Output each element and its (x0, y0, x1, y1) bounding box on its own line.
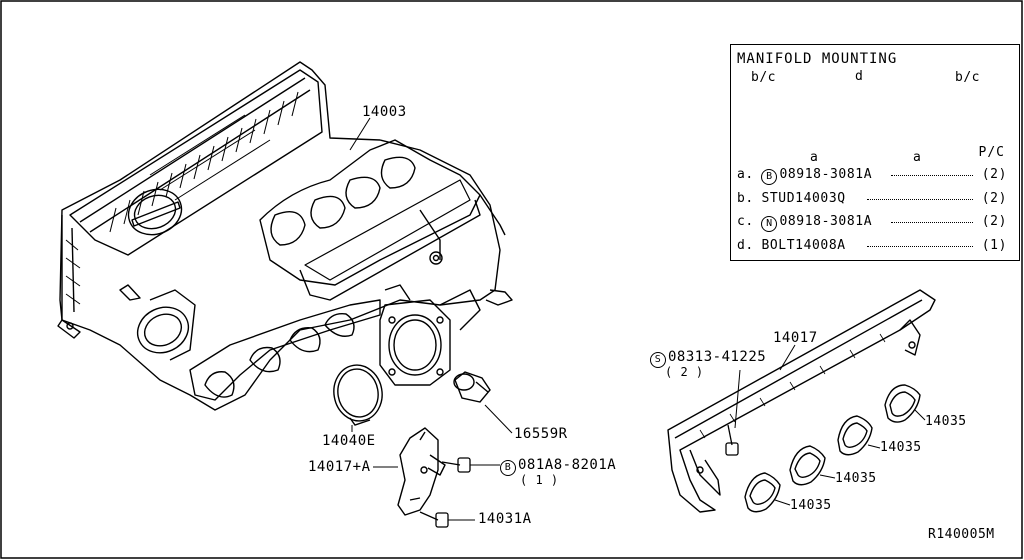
label-stud-s-qty: ( 2 ) (665, 365, 704, 379)
cover-14017-drawing (667, 289, 936, 513)
legend-row-key: c. (737, 214, 754, 229)
gasket-14040E-drawing (333, 364, 383, 426)
bracket-drawing (397, 427, 446, 516)
diagram-id: R140005M (928, 527, 995, 542)
leader-dots (867, 246, 973, 247)
legend-row-qty: (1) (981, 238, 1007, 253)
legend-title: MANIFOLD MOUNTING (737, 51, 898, 67)
label-bolt-14031A: 14031A (478, 511, 532, 527)
bolt-b-drawing (441, 457, 471, 473)
legend-row-d: d. BOLT14008A (1) (737, 238, 1007, 253)
leader-dots (867, 199, 973, 200)
label-bracket: 14017+A (308, 459, 371, 475)
callout-a-right: a (913, 150, 922, 165)
label-cover-14017: 14017 (773, 330, 818, 346)
intake-manifold-drawing (57, 61, 513, 411)
label-insulator: 16559R (514, 426, 568, 442)
stud-s-drawing (725, 424, 739, 456)
legend-row-b: b. STUD14003Q (2) (737, 191, 1007, 206)
legend-row-symbol: N (761, 216, 778, 232)
label-intake-manifold: 14003 (362, 104, 407, 120)
legend-row-symbol: B (761, 169, 778, 185)
callout-bc-left: b/c (751, 70, 776, 85)
legend-row-key: b. (737, 191, 754, 206)
small-gaskets-drawing (744, 384, 921, 513)
label-gasket-14035-2: 14035 (880, 440, 922, 455)
leader-dots (891, 175, 973, 176)
leader-dots (891, 222, 973, 223)
insulator-16559R-drawing (453, 371, 491, 403)
callout-d: d (855, 69, 864, 84)
stud-s-symbol: S (650, 352, 666, 368)
legend-row-text: 08918-3081A (779, 214, 873, 229)
legend-row-text: STUD14003Q (761, 191, 846, 206)
label-gasket-14040E: 14040E (322, 433, 376, 449)
bolt-14031A-drawing (419, 511, 449, 528)
bolt-b-part-number: 081A8-8201A (518, 457, 617, 473)
legend-row-qty: (2) (981, 167, 1007, 182)
legend-row-text: BOLT14008A (761, 238, 846, 253)
label-gasket-14035-3: 14035 (835, 471, 877, 486)
legend-row-key: d. (737, 238, 754, 253)
legend-row-qty: (2) (981, 214, 1007, 229)
label-bolt-b-qty: ( 1 ) (520, 473, 559, 487)
callout-a-left: a (810, 150, 819, 165)
stud-s-part-number: 08313-41225 (668, 349, 767, 365)
legend-row-qty: (2) (981, 191, 1007, 206)
label-gasket-14035-1: 14035 (925, 414, 967, 429)
legend-row-key: a. (737, 167, 754, 182)
legend-row-text: 08918-3081A (779, 167, 873, 182)
bolt-b-symbol: B (500, 460, 516, 476)
manifold-mounting-legend: MANIFOLD MOUNTING b/c d b/c a a P/C a. B… (730, 44, 1020, 261)
label-gasket-14035-4: 14035 (790, 498, 832, 513)
pc-header: P/C (978, 145, 1005, 160)
callout-bc-right: b/c (955, 70, 980, 85)
